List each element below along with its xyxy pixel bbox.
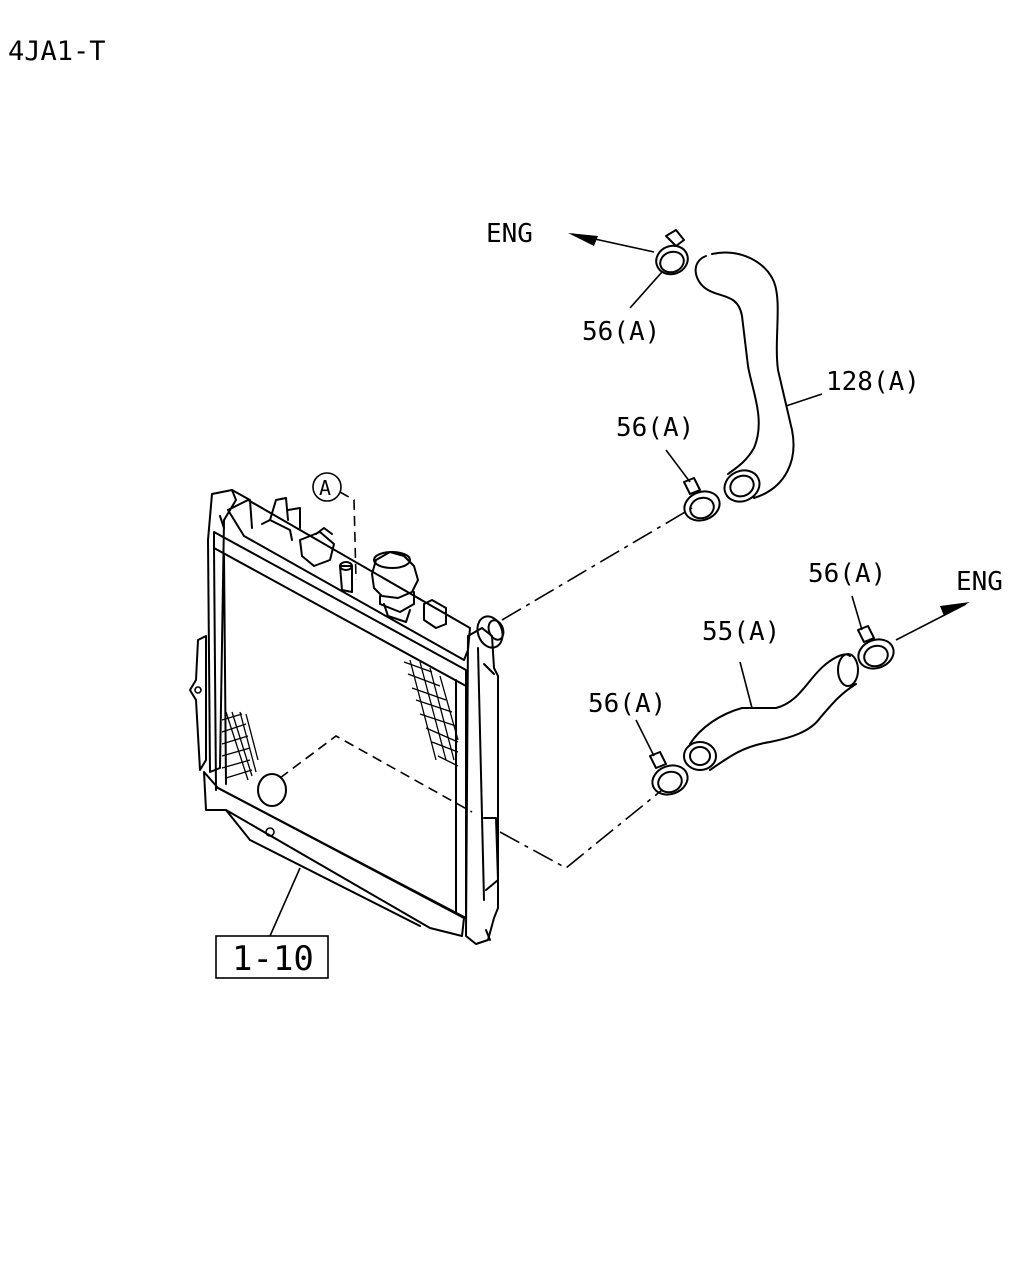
upper-hose-part-number: 128(A) — [826, 367, 920, 397]
upper-engine-direction: ENG — [486, 219, 655, 253]
radiator-part-number: 1-10 — [232, 939, 314, 979]
upper-hose[interactable] — [694, 251, 795, 508]
reference-letter: A — [319, 476, 331, 500]
upper-engine-label: ENG — [486, 219, 533, 249]
upper-engine-clamp[interactable] — [652, 229, 692, 279]
upper-engine-clamp-leader — [629, 271, 663, 309]
upper-radiator-clamp-leader — [665, 449, 691, 483]
upper-radiator-clamp-part-number: 56(A) — [616, 413, 694, 443]
lower-engine-clamp-leader — [851, 595, 863, 631]
lower-radiator-clamp-leader — [635, 719, 655, 757]
radiator-assembly[interactable] — [189, 489, 507, 945]
lower-hose-part-number: 55(A) — [702, 617, 780, 647]
reference-marker-a: A — [312, 472, 357, 581]
upper-engine-clamp-part-number: 56(A) — [582, 317, 660, 347]
lower-engine-label: ENG — [956, 567, 1003, 597]
lower-hose[interactable] — [683, 653, 859, 771]
lower-engine-clamp[interactable] — [854, 625, 897, 673]
lower-radiator-clamp-part-number: 56(A) — [588, 689, 666, 719]
inner-connection-line — [279, 735, 473, 813]
lower-radiator-clamp[interactable] — [648, 751, 691, 799]
lower-connection-line — [499, 789, 663, 869]
upper-connection-line — [501, 507, 693, 621]
upper-radiator-clamp[interactable] — [680, 477, 723, 525]
lower-hose-leader — [739, 661, 753, 709]
radiator-callout[interactable]: 1-10 — [215, 867, 329, 979]
upper-hose-leader — [785, 393, 823, 407]
lower-engine-direction: ENG — [895, 567, 1003, 641]
model-code: 4JA1-T — [8, 36, 106, 67]
lower-engine-clamp-part-number: 56(A) — [808, 559, 886, 589]
